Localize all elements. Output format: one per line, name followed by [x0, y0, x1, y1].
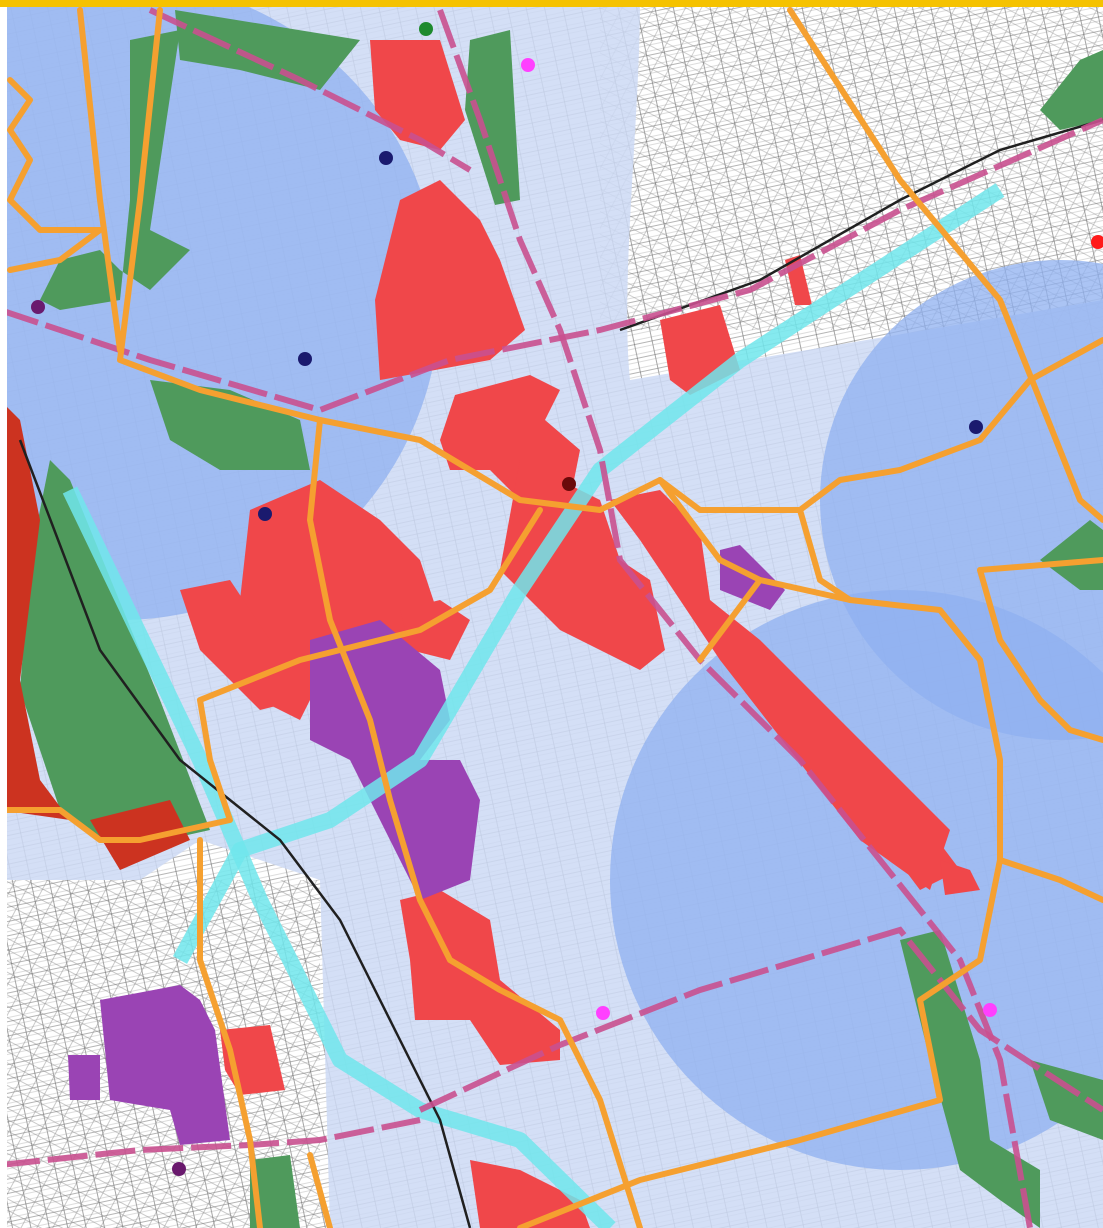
green-spaces-layer: [20, 10, 1103, 1228]
marker-navy-dot[interactable]: [258, 507, 272, 521]
green-space: [1040, 50, 1103, 130]
dark-red-zones-layer: [7, 407, 190, 870]
red-zone: [240, 480, 440, 720]
orange-route: [517, 857, 1003, 1228]
marker-red-dot[interactable]: [1091, 235, 1103, 249]
red-zone: [610, 490, 950, 890]
marker-magenta-dot[interactable]: [596, 1006, 610, 1020]
orange-routes-layer: [7, 7, 1103, 1228]
green-space: [175, 10, 360, 90]
green-space: [900, 930, 1040, 1228]
red-zone: [440, 375, 580, 500]
orange-route: [697, 577, 763, 663]
orange-route: [7, 507, 543, 843]
marker-purple-dot[interactable]: [172, 1162, 186, 1176]
dashed-transit-route: [148, 7, 472, 173]
red-zone: [375, 180, 525, 380]
map-border-left: [0, 0, 7, 1228]
green-space: [1030, 1060, 1103, 1140]
orange-route: [7, 77, 103, 273]
orange-route: [307, 417, 643, 1228]
red-zone: [400, 600, 470, 660]
purple-zone: [68, 1055, 100, 1100]
marker-navy-dot[interactable]: [298, 352, 312, 366]
purple-zone: [100, 985, 230, 1145]
green-space: [250, 1155, 300, 1228]
orange-route: [197, 837, 263, 1228]
buffer-circle-northwest: [7, 7, 440, 620]
dashed-transit-route: [7, 117, 1103, 414]
dark-red-zone: [7, 407, 70, 820]
orange-route: [797, 507, 853, 603]
marker-navy-dot[interactable]: [379, 151, 393, 165]
marker-darkred-dot[interactable]: [562, 477, 576, 491]
green-space: [20, 460, 210, 850]
dashed-transit-route: [418, 926, 1103, 1113]
dark-red-zone: [90, 800, 190, 870]
green-space: [1040, 520, 1103, 590]
cyan-corridor: [172, 183, 1005, 964]
marker-magenta-dot[interactable]: [983, 1003, 997, 1017]
red-zone: [940, 860, 980, 895]
marker-magenta-dot[interactable]: [521, 58, 535, 72]
red-zone: [180, 580, 300, 710]
marker-purple-dot[interactable]: [31, 300, 45, 314]
orange-route: [657, 477, 1103, 903]
orange-route: [307, 1152, 333, 1228]
red-zone: [370, 40, 465, 150]
marker-navy-dot[interactable]: [969, 420, 983, 434]
green-space: [150, 380, 310, 470]
orange-route: [77, 7, 123, 353]
cyan-corridor: [62, 486, 616, 1228]
purple-zone: [310, 620, 480, 900]
marker-green-dot[interactable]: [419, 22, 433, 36]
cyan-corridor-layer: [62, 183, 1005, 1228]
orange-route: [787, 7, 1103, 523]
green-space: [465, 30, 520, 205]
rail-line: [619, 118, 1103, 332]
red-zones-layer: [180, 40, 980, 1228]
orange-route: [117, 7, 1103, 513]
orange-route: [977, 557, 1103, 743]
point-markers-layer: [31, 22, 1103, 1176]
map-border-top: [0, 0, 1103, 7]
dashed-transit-route: [437, 8, 1033, 1228]
